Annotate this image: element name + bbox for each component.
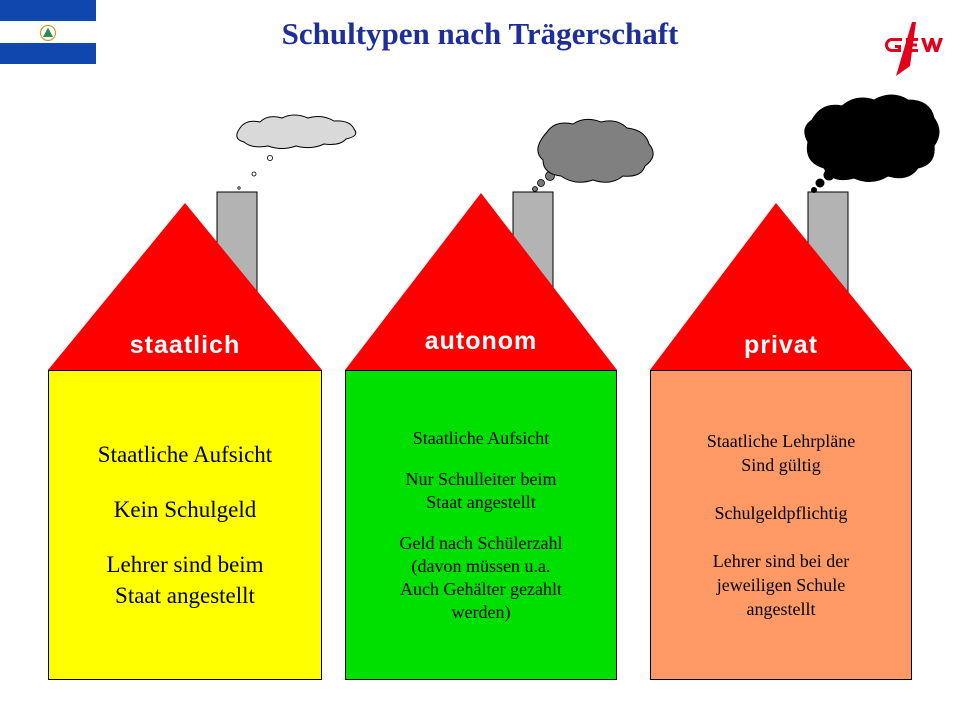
roof-autonomous <box>345 193 617 370</box>
house-label-state: staatlich <box>129 331 241 359</box>
light-smoke-cloud-icon <box>236 114 357 190</box>
gew-logo-icon <box>885 22 943 76</box>
house-private <box>650 94 940 370</box>
roof-state <box>48 203 322 370</box>
private-line: angestellt <box>746 599 816 619</box>
autonomous-line: Nur Schulleiter beim <box>405 468 557 489</box>
private-line: Staatliche Lehrpläne <box>706 431 856 451</box>
house-body-autonomous: Staatliche Aufsicht Nur Schulleiter beim… <box>345 370 617 680</box>
house-body-private: Staatliche Lehrpläne Sind gültig Schulge… <box>650 370 912 680</box>
flag-top-band <box>0 0 96 22</box>
state-line: Lehrer sind beim <box>106 552 264 577</box>
flag-emblem-icon <box>39 24 57 42</box>
house-body-state: Staatliche Aufsicht Kein Schulgeld Lehre… <box>48 370 322 680</box>
grey-smoke-cloud-icon <box>532 118 654 192</box>
private-line: Lehrer sind bei der <box>712 551 850 571</box>
private-line: Schulgeldpflichtig <box>714 503 848 523</box>
state-line: Kein Schulgeld <box>113 497 257 522</box>
nicaragua-flag-icon <box>0 0 96 64</box>
private-line: jeweiligen Schule <box>716 575 846 595</box>
private-line: Sind gültig <box>741 455 821 475</box>
flag-bottom-band <box>0 42 96 64</box>
roof-private <box>650 203 912 370</box>
house-label-autonomous: autonom <box>424 327 538 355</box>
house-autonomous <box>345 118 654 370</box>
autonomous-line: Staat angestellt <box>426 491 536 512</box>
autonomous-line: Staatliche Aufsicht <box>412 427 550 448</box>
autonomous-line: werden) <box>451 601 511 622</box>
state-line: Staat angestellt <box>115 583 255 608</box>
house-label-private: privat <box>743 331 819 359</box>
black-smoke-cloud-icon <box>804 94 940 193</box>
state-line: Staatliche Aufsicht <box>97 442 273 467</box>
autonomous-line: Auch Gehälter gezahlt <box>400 578 562 599</box>
slide-title: Schultypen nach Trägerschaft <box>281 16 679 51</box>
autonomous-line: Geld nach Schülerzahl <box>399 532 563 553</box>
autonomous-line: (davon müssen u.a. <box>411 555 551 576</box>
house-state <box>48 114 357 370</box>
